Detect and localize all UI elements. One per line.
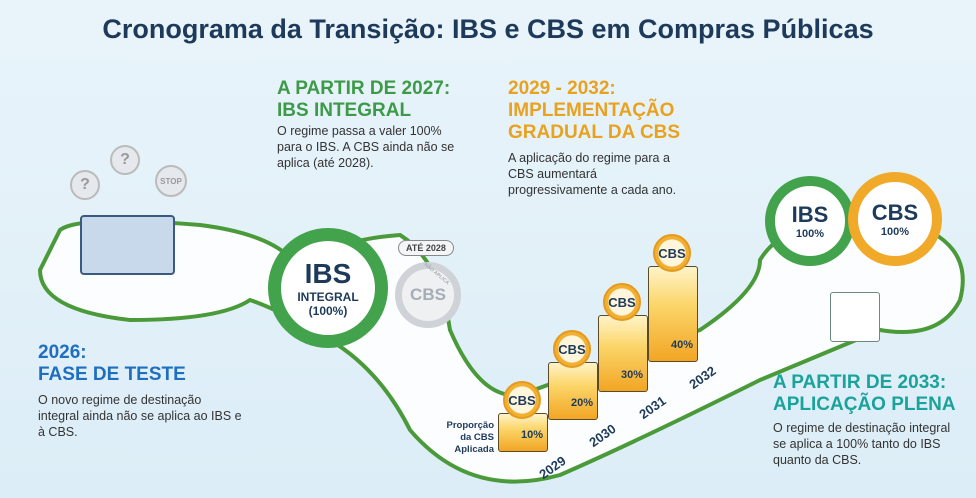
cbs-coin-icon: CBS xyxy=(603,283,641,321)
badge-sub: (100%) xyxy=(308,304,348,318)
coin-label: CBS xyxy=(658,245,686,261)
heading-line: 2029 - 2032: xyxy=(508,78,616,99)
cbs-bar-2030: 20% xyxy=(548,362,598,420)
question-mark: ? xyxy=(120,151,130,168)
stage-2033-text: O regime de destinação integral se aplic… xyxy=(773,421,951,467)
stage-2026-heading: 2026: FASE DE TESTE xyxy=(38,342,186,386)
stage-2029-heading: 2029 - 2032: IMPLEMENTAÇÃO GRADUAL DA CB… xyxy=(508,78,680,144)
heading-line: A PARTIR DE 2027: xyxy=(277,78,451,99)
government-building-icon xyxy=(80,215,175,275)
question-icon: ? xyxy=(70,170,100,200)
coin-label: CBS xyxy=(558,341,586,357)
stage-2026-text: O novo regime de destinação integral ain… xyxy=(38,393,242,439)
stage-2027-text: O regime passa a valer 100% para o IBS. … xyxy=(277,124,455,170)
contract-handshake-icon xyxy=(830,292,880,342)
cbs-label: CBS xyxy=(410,285,446,304)
heading-line: FASE DE TESTE xyxy=(38,364,186,385)
coin-label: CBS xyxy=(508,392,536,408)
cbs-coin-icon: CBS xyxy=(553,330,591,368)
badge-main: IBS xyxy=(304,258,352,289)
heading-line: GRADUAL DA CBS xyxy=(508,122,681,143)
badge-sub: 100% xyxy=(880,226,910,238)
stop-icon: STOP xyxy=(155,165,187,197)
page-title: Cronograma da Transição: IBS e CBS em Co… xyxy=(102,14,874,44)
heading-line: A PARTIR DE 2033: xyxy=(773,372,947,393)
coin-label: CBS xyxy=(608,294,636,310)
heading-line: IBS INTEGRAL xyxy=(277,100,412,121)
cbs-bar-2031: 30% xyxy=(598,315,648,392)
stage-2033-heading: A PARTIR DE 2033: APLICAÇÃO PLENA xyxy=(773,372,956,416)
badge-sub: INTEGRAL xyxy=(297,290,359,304)
axis-label: Proporção da CBS Aplicada xyxy=(446,420,494,455)
cbs-coin-icon: CBS xyxy=(503,381,541,419)
until-2028-tag: ATÉ 2028 xyxy=(398,240,454,256)
heading-line: IMPLEMENTAÇÃO xyxy=(508,100,675,121)
bar-value-label: 10% xyxy=(520,429,543,441)
bar-value-label: 20% xyxy=(570,397,593,409)
bar-value-label: 30% xyxy=(620,369,643,381)
cbs-coin-icon: CBS xyxy=(653,234,691,272)
stage-2029-text: A aplicação do regime para a CBS aumenta… xyxy=(508,151,677,197)
ibs-integral-badge: IBS INTEGRAL (100%) xyxy=(268,228,388,348)
stage-2027-heading: A PARTIR DE 2027: IBS INTEGRAL xyxy=(277,78,450,122)
stage-2026-illustration: ? ? STOP xyxy=(70,140,190,280)
badge-main: IBS xyxy=(791,202,829,227)
heading-line: APLICAÇÃO PLENA xyxy=(773,394,956,415)
heading-line: 2026: xyxy=(38,342,87,363)
ibs-full-badge: IBS 100% xyxy=(765,176,855,266)
cbs-full-badge: CBS 100% xyxy=(848,172,942,266)
stop-label: STOP xyxy=(160,176,182,186)
question-icon: ? xyxy=(110,145,140,175)
cbs-bar-2032: 40% xyxy=(648,266,698,362)
bar-value-label: 40% xyxy=(670,339,693,351)
question-mark: ? xyxy=(80,176,90,193)
cbs-inactive-badge: CBS NÃO APLICA xyxy=(395,262,461,328)
badge-main: CBS xyxy=(871,200,919,225)
badge-sub: 100% xyxy=(795,228,825,240)
